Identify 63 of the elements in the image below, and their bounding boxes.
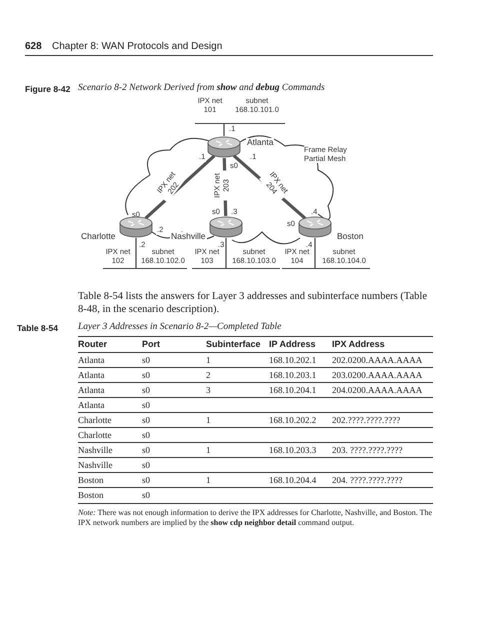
table-cell: s0	[142, 370, 150, 380]
column-header: IP Address	[269, 339, 316, 349]
table-cell: Charlotte	[78, 430, 112, 440]
lan-segment	[282, 248, 370, 269]
table-cell: s0	[142, 460, 150, 470]
table-cell: Atlanta	[78, 370, 104, 380]
table-cell: s0	[142, 355, 150, 365]
column-header: Subinterface	[206, 339, 261, 349]
table-cell: s0	[142, 430, 150, 440]
lan-segment	[103, 248, 187, 269]
table-cell: s0	[142, 475, 150, 485]
column-header: IPX Address	[332, 339, 385, 349]
lan-segment	[192, 248, 280, 269]
connection-line	[314, 238, 316, 268]
table-cell: 168.10.203.3	[269, 445, 316, 455]
table-cell: Atlanta	[78, 355, 104, 365]
table-cell: 168.10.202.2	[269, 415, 316, 425]
table-cell: s0	[142, 400, 150, 410]
table-cell: 1	[206, 445, 210, 455]
table-cell: Atlanta	[78, 385, 104, 395]
connection-line	[135, 238, 137, 268]
table-cell: s0	[142, 445, 150, 455]
table-cell: 168.10.203.1	[269, 370, 316, 380]
table-cell: 204.0200.AAAA.AAAA	[332, 385, 422, 395]
frame-relay-link	[144, 154, 216, 220]
connection-line	[223, 123, 225, 136]
column-header: Port	[142, 339, 160, 349]
figure-number: Figure 8-42	[25, 84, 70, 94]
router-name: Atlanta	[246, 138, 274, 146]
table-cell: 2	[206, 370, 210, 380]
table-cell: 168.10.204.1	[269, 385, 316, 395]
running-header: Chapter 8: WAN Protocols and Design	[52, 41, 222, 52]
table-cell: 204. ????.????.????	[332, 475, 402, 485]
table-cell: Nashville	[78, 445, 112, 455]
table-note: Note: There was not enough information to derive the IPX addresses for Charlotte, Nashville, and Boston. The IPX network numbers are implied by the show cdp neighbor detail command output.	[78, 508, 434, 528]
table-cell: s0	[142, 415, 150, 425]
table-cell: 203.0200.AAAA.AAAA	[332, 370, 422, 380]
table-cell: Nashville	[78, 460, 112, 470]
table-cell: s0	[142, 385, 150, 395]
router-name: Charlotte	[80, 232, 116, 240]
table-cell: 168.10.204.4	[269, 475, 316, 485]
table-cell: 1	[206, 475, 210, 485]
lan-segment	[195, 97, 285, 124]
table-cell: 168.10.202.1	[269, 355, 316, 365]
router-name: Nashville	[170, 232, 206, 240]
page-number: 628	[25, 41, 42, 52]
table-cell: 202.0200.AAAA.AAAA	[332, 355, 422, 365]
body-paragraph: Table 8-54 lists the answers for Layer 3 addresses and subinterface numbers (Table 8-48, in the scenario description).	[78, 290, 428, 316]
table-cell: 202.????.????.????	[332, 415, 400, 425]
table-cell: s0	[142, 490, 150, 500]
table-cell: 1	[206, 355, 210, 365]
table-cell: 3	[206, 385, 210, 395]
column-header: Router	[78, 339, 107, 349]
table-number: Table 8-54	[17, 323, 58, 333]
table-caption: Layer 3 Addresses in Scenario 8-2—Completed Table	[78, 322, 282, 332]
router-name: Boston	[336, 232, 364, 240]
table-cell: 1	[206, 415, 210, 425]
table-cell: Boston	[78, 490, 104, 500]
connection-line	[225, 238, 227, 268]
table-cell: Boston	[78, 475, 104, 485]
table-cell: 203. ????.????.????	[332, 445, 402, 455]
table-cell: Charlotte	[78, 415, 112, 425]
table-cell: Atlanta	[78, 400, 104, 410]
